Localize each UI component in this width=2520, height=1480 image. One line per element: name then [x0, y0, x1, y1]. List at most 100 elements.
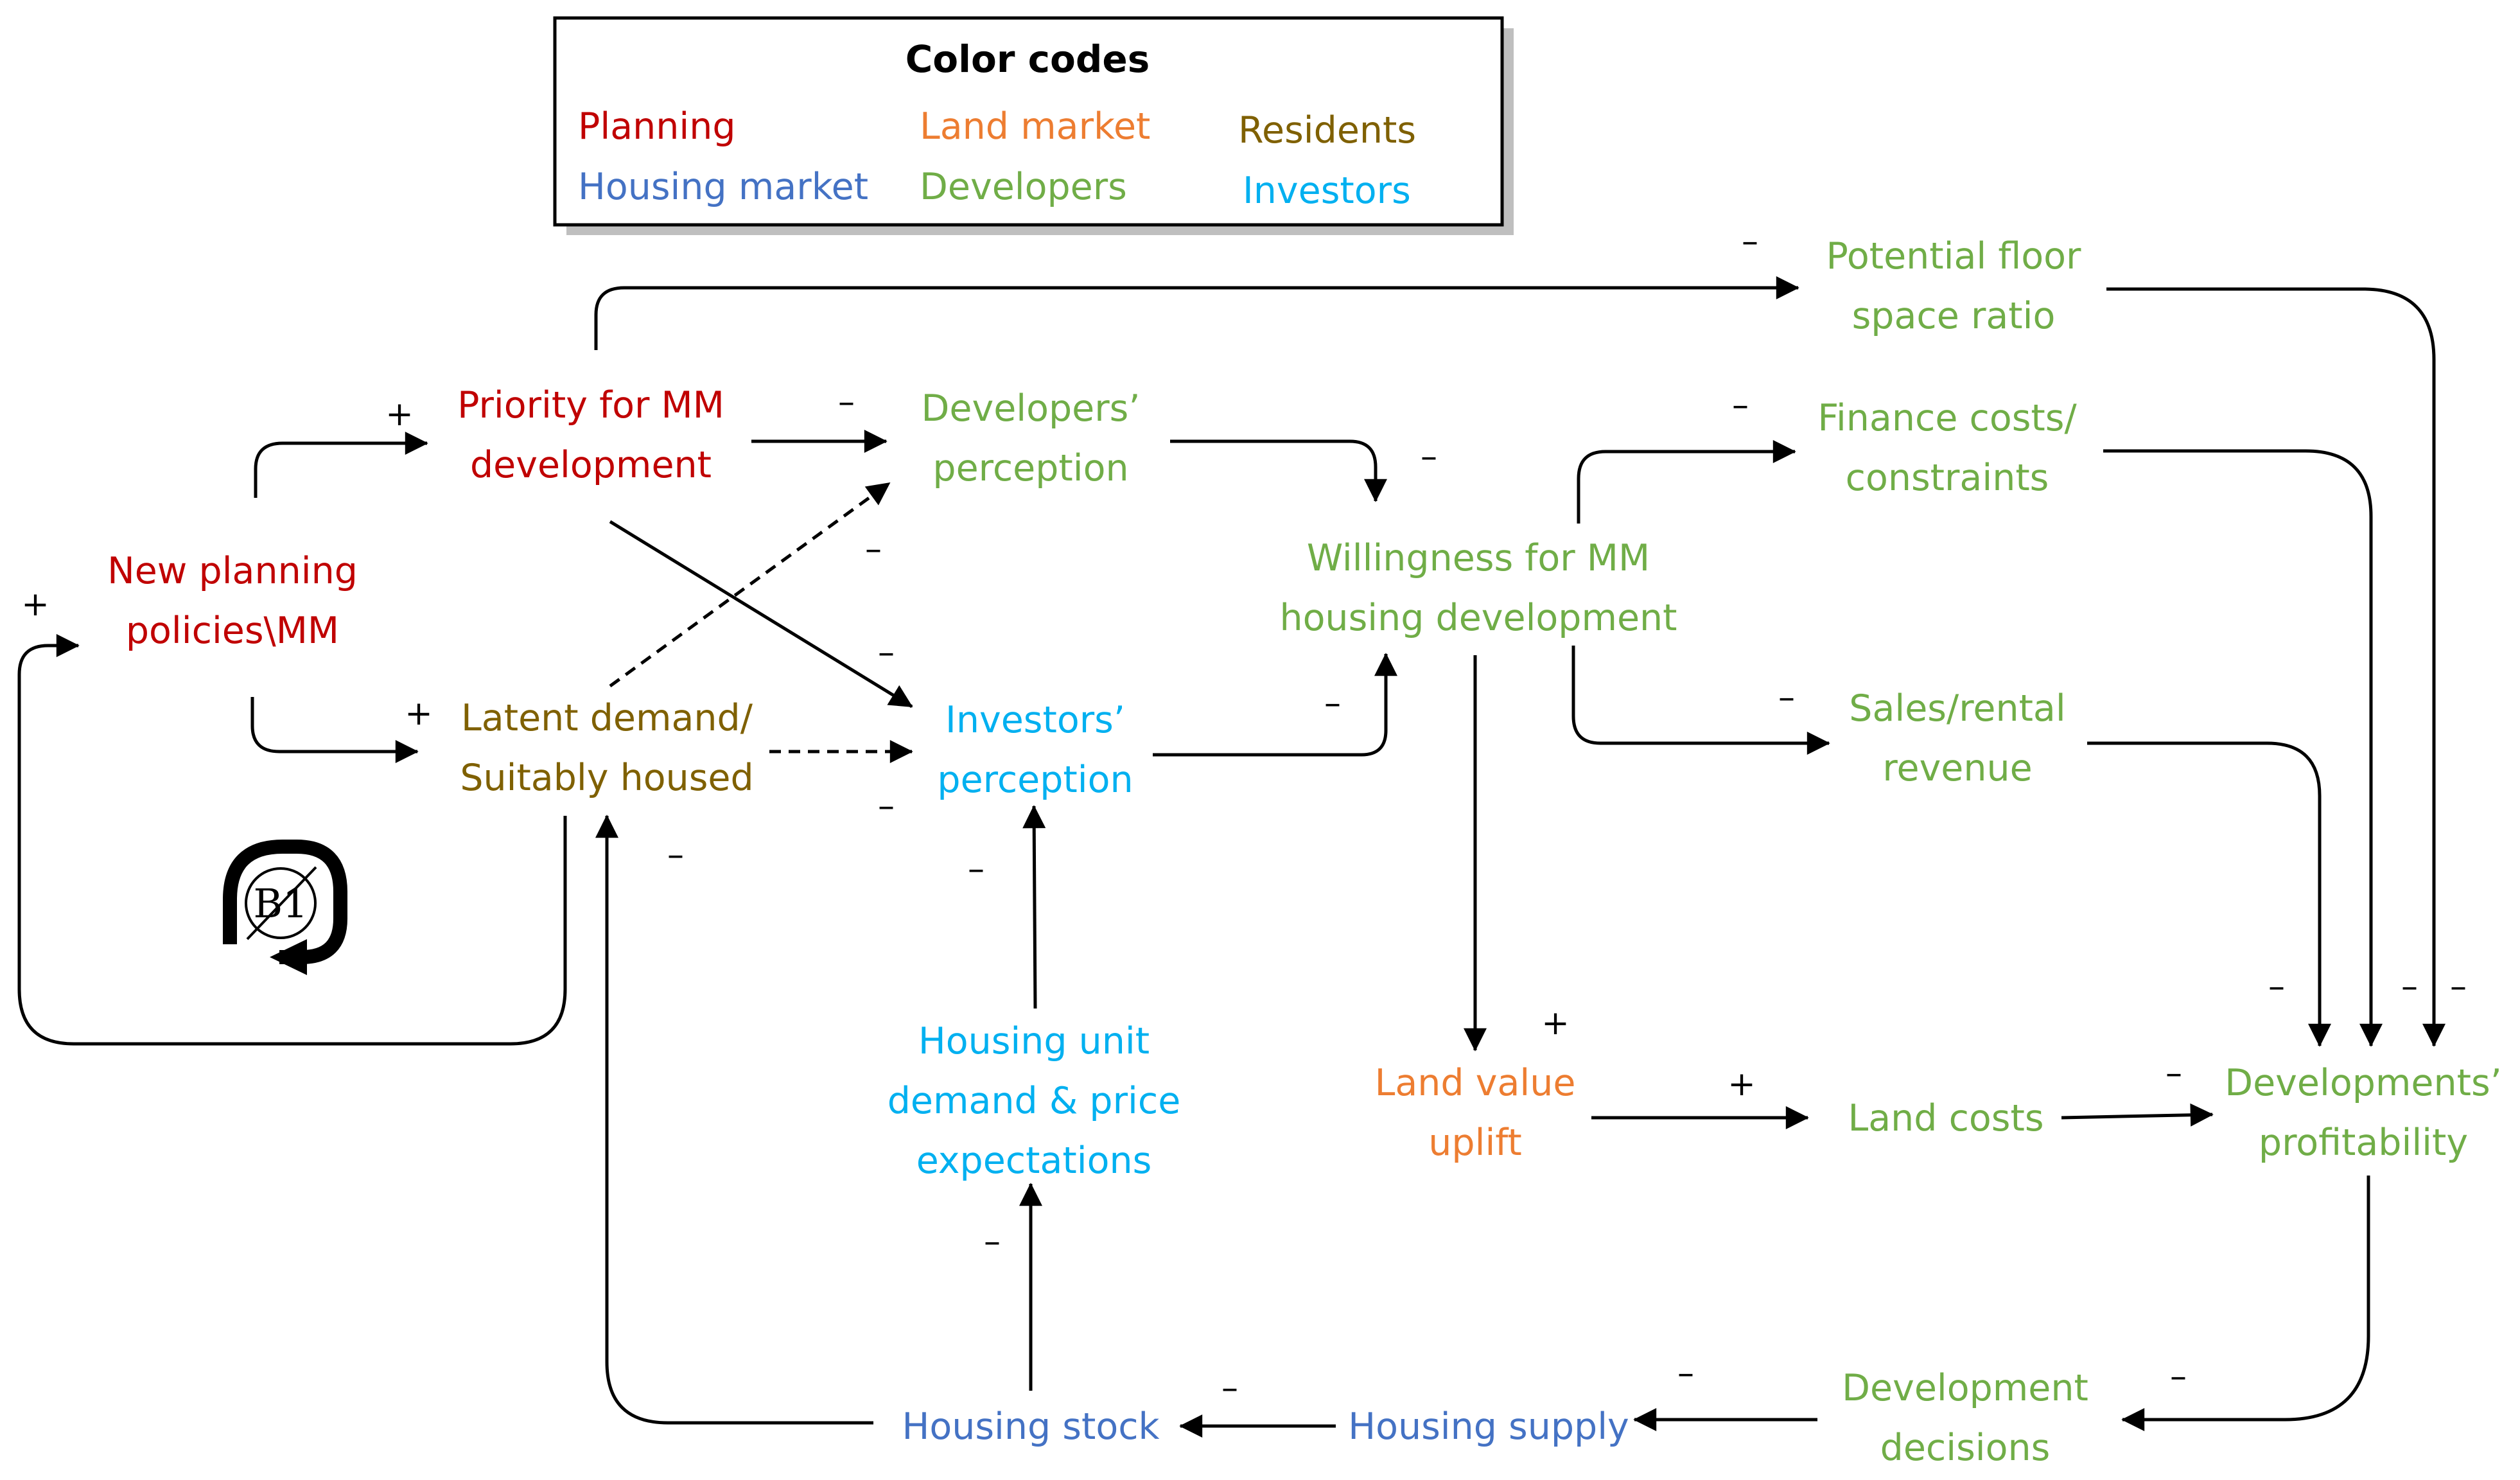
- sign-latent-to-new-planning: +: [21, 585, 49, 624]
- node-line: demand & price: [888, 1080, 1181, 1122]
- sign-priority-to-potential-fsr: –: [1742, 222, 1758, 261]
- link-potential-fsr-to-profitability: [2106, 287, 2446, 1047]
- sign-housing-stock-to-unit-demand: –: [984, 1222, 1001, 1261]
- sign-potential-fsr-to-profitability: –: [2450, 967, 2467, 1006]
- node-line: Developers’: [922, 387, 1141, 430]
- node-land-costs: Land costs: [1848, 1097, 2043, 1140]
- sign-finance-costs-to-profitability: –: [2401, 967, 2418, 1006]
- legend-box: [553, 16, 1504, 227]
- link-sales-revenue-to-profitability: [2087, 741, 2331, 1047]
- node-latent-demand: Latent demand/Suitably housed: [460, 697, 753, 799]
- link-new-planning-to-latent-demand: [250, 697, 419, 763]
- link-willingness-to-sales-revenue: [1571, 646, 1830, 755]
- loop-arrowhead: [270, 939, 307, 975]
- link-profitability-to-dev-decisions: [2121, 1176, 2370, 1431]
- node-developers-perception: Developers’ perception: [922, 387, 1141, 489]
- node-line: Sales/rental: [1849, 687, 2065, 730]
- node-line: development: [470, 444, 712, 486]
- node-housing-unit-demand: Housing unit demand & price expectations: [888, 1020, 1181, 1182]
- sign-new-planning-to-priority: +: [385, 395, 414, 434]
- link-priority-to-inv-perception: [609, 520, 913, 709]
- legend-title: Color codes: [906, 37, 1150, 81]
- sign-latent-to-inv-perception: –: [878, 787, 895, 825]
- node-line: Latent demand/: [461, 697, 753, 739]
- sign-land-value-to-land-costs: +: [1728, 1065, 1756, 1104]
- node-new-planning-policies: New planning policies\MM: [107, 550, 358, 652]
- sign-land-costs-to-profitability: –: [2166, 1054, 2182, 1093]
- node-line: profitability: [2259, 1122, 2468, 1164]
- legend-planning: Planning: [578, 105, 736, 148]
- node-investors-perception: Investors’ perception: [937, 699, 1133, 801]
- node-developments-profitability: Developments’ profitability: [2225, 1062, 2502, 1164]
- sign-priority-to-inv-perception: –: [878, 633, 895, 672]
- sign-housing-stock-to-latent: –: [667, 836, 684, 874]
- legend-investors: Investors: [1243, 170, 1411, 212]
- sign-unit-demand-to-inv-perception: –: [968, 850, 984, 888]
- legend-developers: Developers: [920, 166, 1127, 208]
- sign-willingness-to-sales-revenue: –: [1778, 678, 1795, 717]
- link-latent-to-new-planning: [17, 634, 567, 1046]
- node-willingness-for-mm-housing: Willingness for MM housing development: [1279, 537, 1677, 639]
- link-new-planning-to-priority: [254, 432, 428, 498]
- link-finance-costs-to-profitability: [2103, 449, 2383, 1047]
- node-line: Potential floor: [1826, 235, 2081, 278]
- legend-land-market: Land market: [920, 105, 1150, 148]
- node-line: Finance costs/: [1817, 397, 2077, 439]
- node-housing-stock: Housing stock: [902, 1405, 1159, 1448]
- node-line: Suitably housed: [460, 757, 753, 799]
- sign-latent-to-dev-perception: –: [865, 530, 882, 568]
- link-willingness-to-finance-costs: [1577, 440, 1796, 524]
- link-inv-perception-to-willingness: [1153, 653, 1397, 757]
- node-line: Investors’: [945, 699, 1125, 741]
- node-sales-rental-revenue: Sales/rental revenue: [1849, 687, 2065, 789]
- node-line: expectations: [916, 1140, 1152, 1182]
- node-housing-supply: Housing supply: [1348, 1405, 1629, 1448]
- sign-willingness-to-land-value: +: [1541, 1004, 1570, 1043]
- legend-residents: Residents: [1238, 109, 1416, 152]
- sign-housing-supply-to-housing-stock: –: [1221, 1369, 1238, 1407]
- node-finance-costs: Finance costs/constraints: [1817, 397, 2077, 499]
- node-line: space ratio: [1852, 295, 2056, 337]
- link-housing-stock-to-latent-demand: [595, 815, 873, 1425]
- balancing-loop-icon: B1: [223, 840, 347, 975]
- node-line: constraints: [1846, 457, 2049, 499]
- sign-sales-revenue-to-profitability: –: [2268, 967, 2285, 1006]
- sign-dev-perception-to-willingness: –: [1421, 437, 1437, 476]
- link-unit-demand-to-inv-perception: [1022, 805, 1046, 1009]
- node-line: Land value: [1375, 1062, 1576, 1104]
- node-line: New planning: [107, 550, 358, 592]
- node-potential-floor-space-ratio: Potential floor space ratio: [1826, 235, 2081, 337]
- sign-profitability-to-dev-decisions: –: [2170, 1357, 2187, 1396]
- link-latent-to-dev-perception: [609, 481, 891, 688]
- node-line: Housing supply: [1348, 1405, 1629, 1448]
- node-line: housing development: [1279, 597, 1677, 639]
- node-line: Developments’: [2225, 1062, 2502, 1104]
- link-land-costs-to-profitability: [2061, 1103, 2214, 1127]
- sign-dev-decisions-to-housing-supply: –: [1677, 1354, 1694, 1393]
- node-line: perception: [937, 759, 1133, 801]
- node-line: Willingness for MM: [1307, 537, 1650, 579]
- node-line: Land costs: [1848, 1097, 2043, 1140]
- polarity-signs: + + + – – – – – – – – – – – – + + – – – …: [21, 222, 2467, 1407]
- sign-willingness-to-finance-costs: –: [1732, 386, 1749, 425]
- links: [17, 276, 2446, 1438]
- node-line: revenue: [1882, 747, 2032, 789]
- loop-slash: [246, 866, 317, 940]
- sign-inv-perception-to-willingness: –: [1324, 684, 1341, 723]
- legend-housing-market: Housing market: [578, 166, 868, 208]
- node-line: perception: [932, 447, 1128, 489]
- node-line: Housing unit: [918, 1020, 1150, 1062]
- sign-new-planning-to-latent: +: [405, 694, 433, 733]
- node-line: Housing stock: [902, 1405, 1159, 1448]
- node-line: decisions: [1880, 1427, 2051, 1469]
- loop-arc: [223, 840, 347, 964]
- node-line: policies\MM: [126, 610, 339, 652]
- sign-priority-to-dev-perception: –: [838, 383, 855, 421]
- link-dev-perception-to-willingness: [1170, 439, 1387, 502]
- link-priority-to-potential-fsr: [594, 276, 1799, 350]
